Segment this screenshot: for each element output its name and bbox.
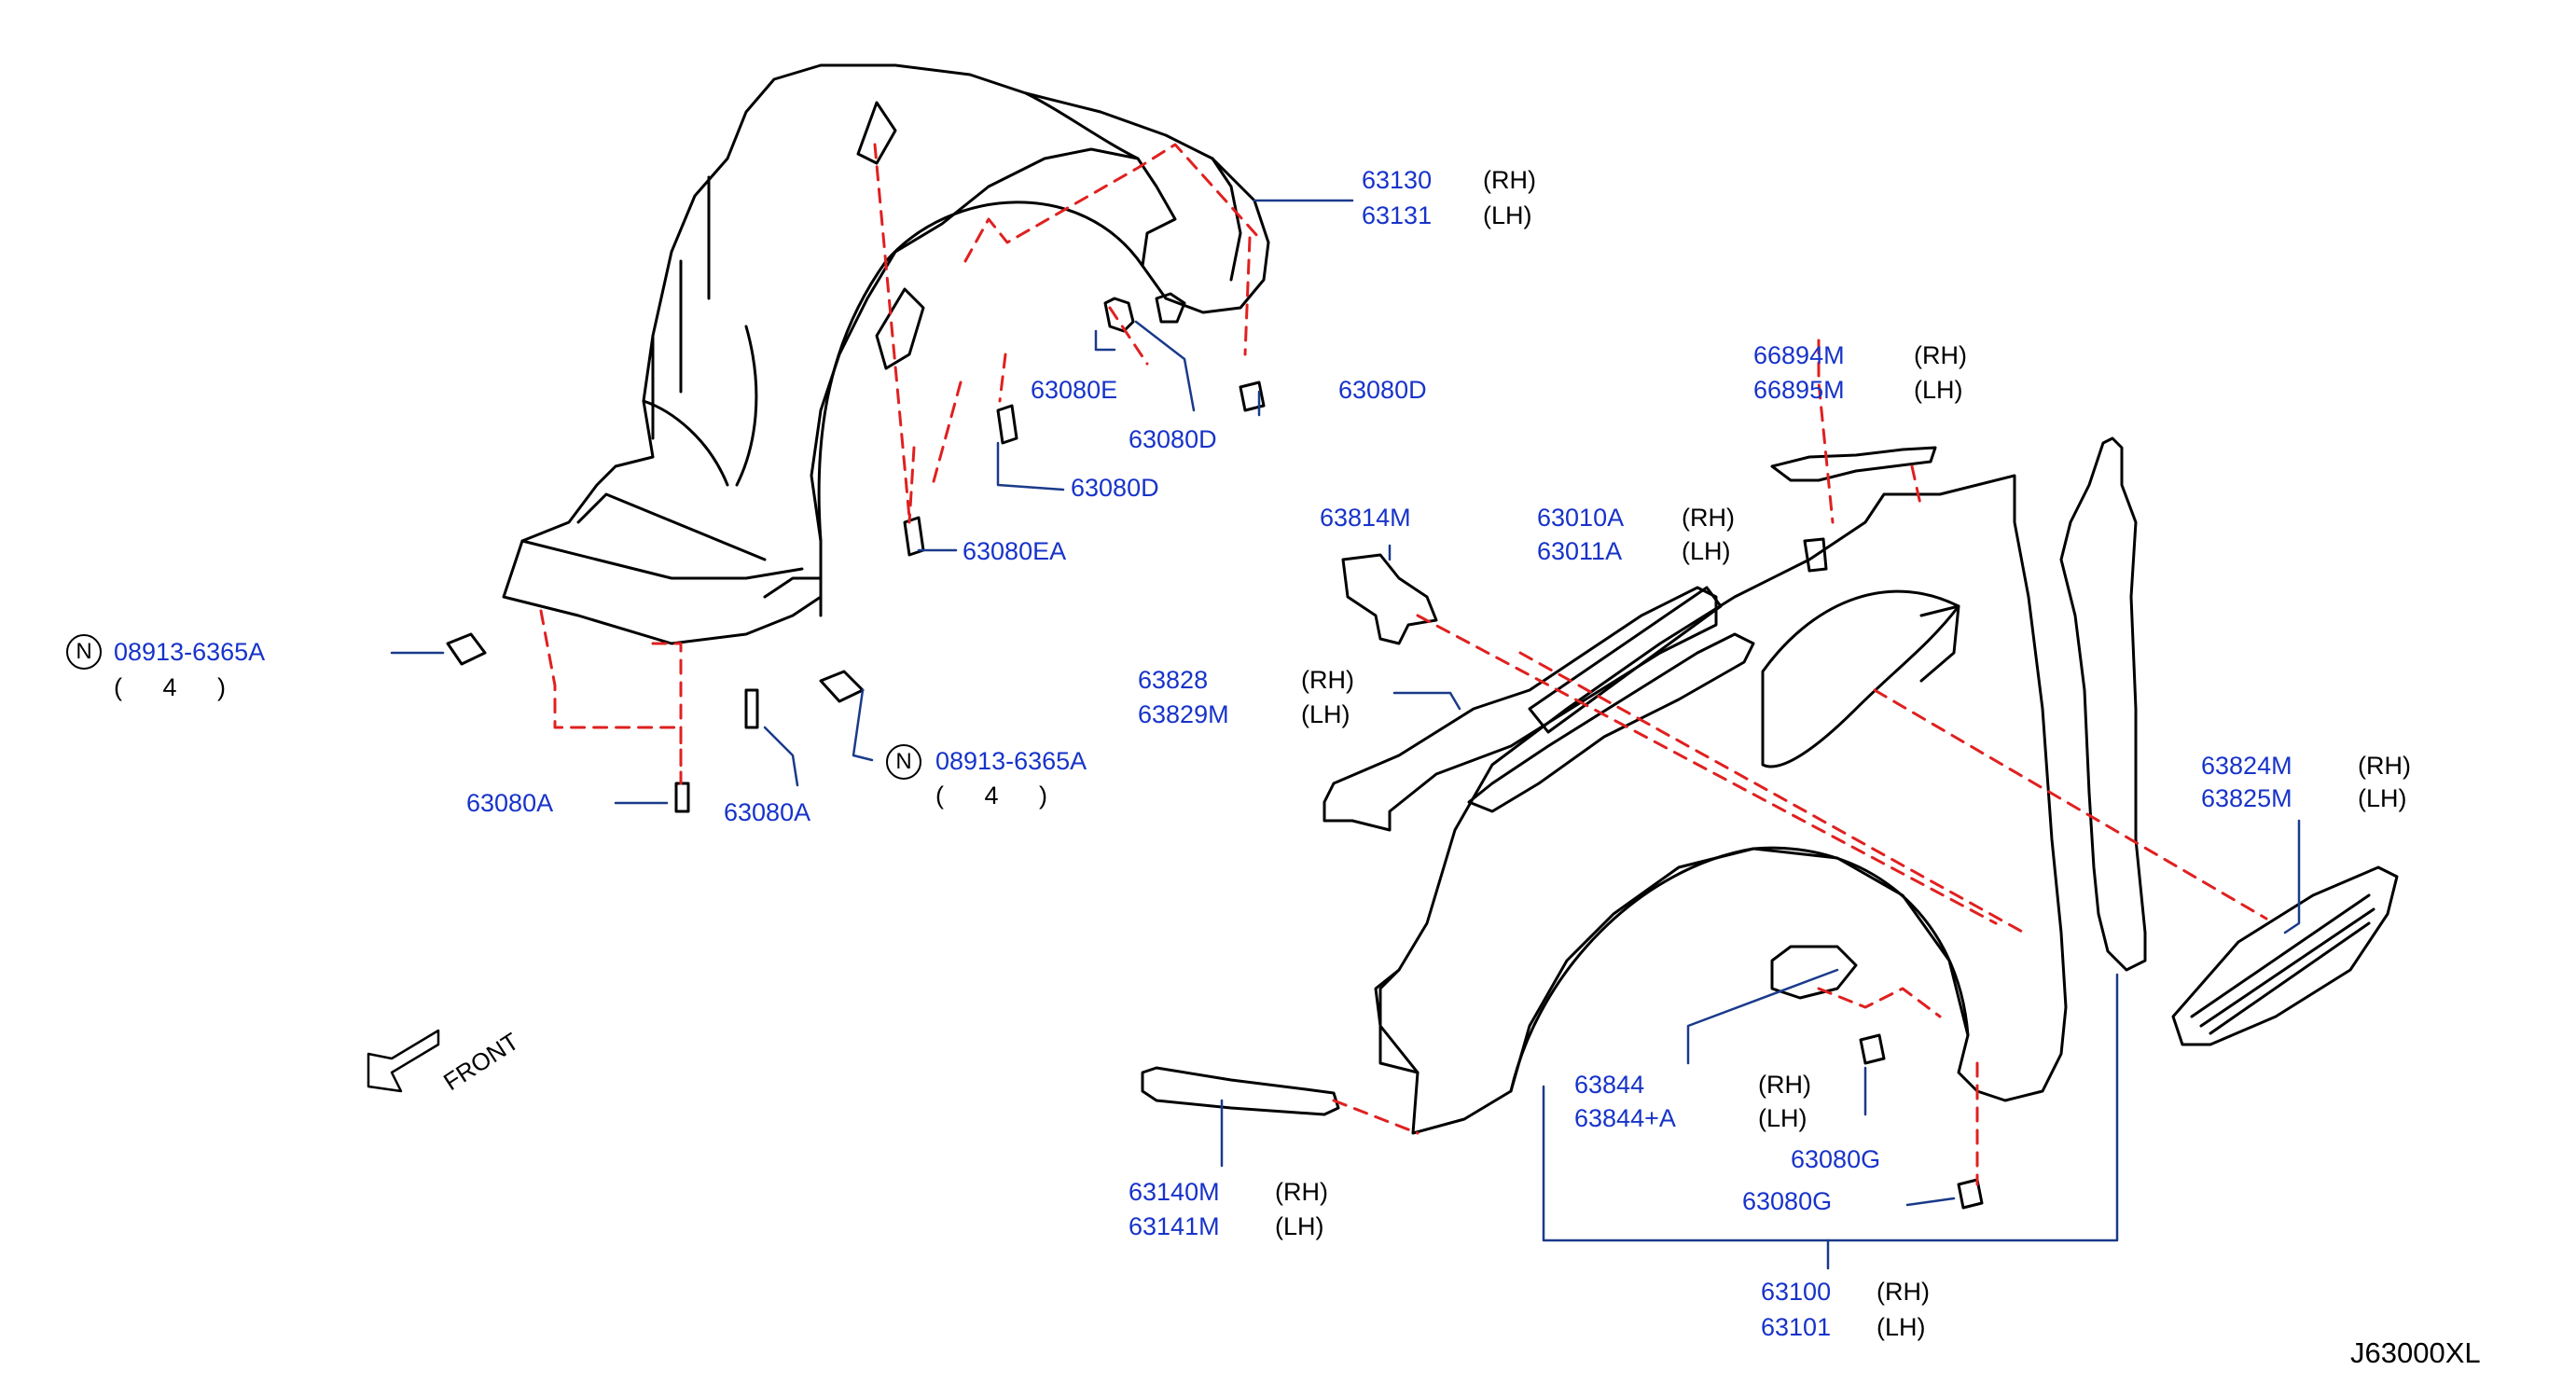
part-63010a-lh-tag: (LH) <box>1682 537 1731 565</box>
part-63844-lh: 63844+A <box>1574 1104 1676 1132</box>
grille-drawing <box>2171 865 2399 1046</box>
part-08913-left: 08913-6365A <box>114 638 266 666</box>
fasteners-drawing <box>446 292 1984 1210</box>
shield-63844-drawing <box>1770 945 1858 1000</box>
part-63100-lh-tag: (LH) <box>1877 1313 1926 1341</box>
part-63844-rh: 63844 <box>1574 1071 1645 1099</box>
part-63828-rh-tag: (RH) <box>1301 666 1354 694</box>
part-63844-rh-tag: (RH) <box>1758 1071 1811 1099</box>
part-63080e: 63080E <box>1031 376 1118 404</box>
part-63824m-lh: 63825M <box>2201 784 2292 812</box>
side-panel-drawing <box>2059 436 2147 972</box>
part-63080ea: 63080EA <box>963 537 1067 565</box>
part-63828-rh: 63828 <box>1138 666 1209 694</box>
fender-support-drawing <box>1323 586 1755 832</box>
part-08913-right: 08913-6365A <box>935 747 1087 775</box>
leader-lines <box>390 199 2301 1270</box>
bracket-63814m-drawing <box>1341 553 1438 645</box>
part-66894m-lh-tag: (LH) <box>1914 376 1963 404</box>
part-63080d-mid: 63080D <box>1129 425 1217 453</box>
part-63844-lh-tag: (LH) <box>1758 1104 1807 1132</box>
part-63080a-right: 63080A <box>724 798 811 826</box>
part-63100-rh: 63100 <box>1761 1278 1832 1306</box>
part-66894m-lh: 66895M <box>1753 376 1845 404</box>
part-63080g-lower: 63080G <box>1742 1187 1833 1215</box>
n-badge-right: N <box>886 744 921 780</box>
part-63140m-rh: 63140M <box>1129 1178 1220 1206</box>
part-66894m-rh: 66894M <box>1753 341 1845 369</box>
qty-08913-left: ( 4 ) <box>114 673 243 701</box>
part-63080a-left: 63080A <box>466 789 554 817</box>
fender-liner-drawing <box>502 63 1270 645</box>
part-63140m-rh-tag: (RH) <box>1275 1178 1328 1206</box>
seal-66894m-drawing <box>1770 446 1937 482</box>
part-63130-lh-tag: (LH) <box>1483 201 1532 229</box>
n-badge-left: N <box>66 634 102 670</box>
part-63140m-lh: 63141M <box>1129 1212 1220 1240</box>
part-63130-lh: 63131 <box>1362 201 1433 229</box>
part-63130-rh-tag: (RH) <box>1483 166 1536 194</box>
part-63100-rh-tag: (RH) <box>1877 1278 1930 1306</box>
part-63100-lh: 63101 <box>1761 1313 1832 1341</box>
part-63828-lh: 63829M <box>1138 700 1229 728</box>
qty-08913-right: ( 4 ) <box>935 782 1065 810</box>
bracket-63140m-drawing <box>1141 1066 1340 1116</box>
part-63080d-low: 63080D <box>1071 474 1159 502</box>
part-63824m-rh: 63824M <box>2201 752 2292 780</box>
part-63010a-rh-tag: (RH) <box>1682 504 1735 532</box>
part-63140m-lh-tag: (LH) <box>1275 1212 1324 1240</box>
part-63010a-rh: 63010A <box>1537 504 1625 532</box>
part-63080g-upper: 63080G <box>1791 1145 1881 1173</box>
diagram-code: J63000XL <box>2350 1336 2481 1369</box>
part-63130-rh: 63130 <box>1362 166 1433 194</box>
part-63010a-lh: 63011A <box>1537 537 1623 565</box>
part-63080d-top: 63080D <box>1338 376 1427 404</box>
dashed-assembly-lines <box>539 143 2268 1186</box>
fender-drawing <box>1374 474 2068 1135</box>
part-66894m-rh-tag: (RH) <box>1914 341 1967 369</box>
reinforcement-drawing <box>1528 586 1723 734</box>
part-63824m-rh-tag: (RH) <box>2358 752 2411 780</box>
part-63824m-lh-tag: (LH) <box>2358 784 2407 812</box>
front-arrow-icon <box>367 1029 440 1093</box>
part-63828-lh-tag: (LH) <box>1301 700 1350 728</box>
part-63814m: 63814M <box>1320 504 1411 532</box>
